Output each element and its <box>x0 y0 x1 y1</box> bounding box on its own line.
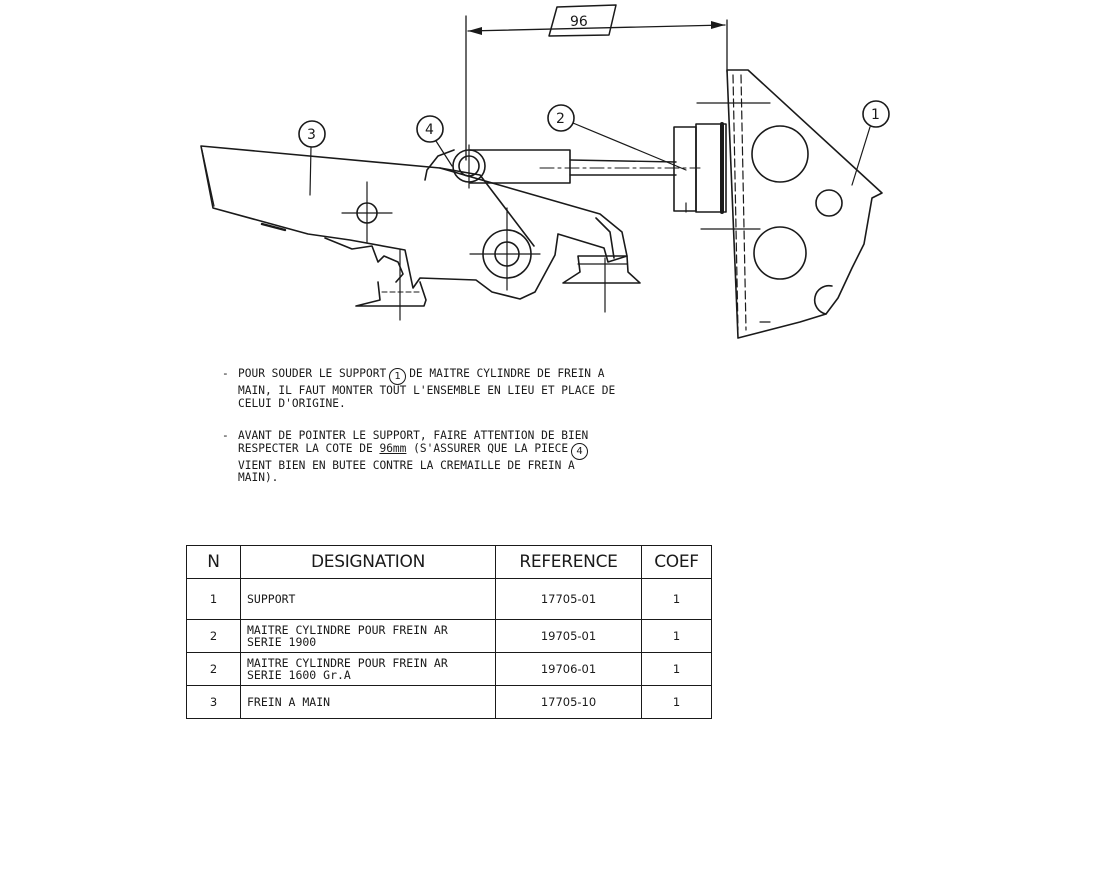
dimension-96mm: 96mm <box>379 441 407 455</box>
callout-4: 4 <box>416 115 453 167</box>
header-designation: DESIGNATION <box>240 545 496 579</box>
dimension-label: 96 <box>570 14 588 30</box>
part-3-hand-brake <box>200 144 641 321</box>
svg-text:2: 2 <box>556 111 565 127</box>
svg-text:3: 3 <box>307 127 316 143</box>
callout-3: 3 <box>298 120 326 196</box>
part-ref-1: 1 <box>389 368 407 385</box>
callout-1: 1 <box>851 100 890 186</box>
part-2-master-cylinder <box>469 122 727 214</box>
header-coef: COEF <box>641 545 712 579</box>
note-2: - AVANT DE POINTER LE SUPPORT, FAIRE ATT… <box>222 429 589 485</box>
header-n: N <box>186 545 241 579</box>
part-ref-4: 4 <box>571 442 589 460</box>
table-header-row: N DESIGNATION REFERENCE COEF <box>186 545 712 579</box>
parts-table: N DESIGNATION REFERENCE COEF 1 SUPPORT 1… <box>186 545 712 719</box>
part-1-support-plate <box>696 69 883 339</box>
callout-2: 2 <box>547 104 687 171</box>
svg-text:4: 4 <box>425 122 434 138</box>
header-reference: REFERENCE <box>495 545 642 579</box>
dimension-96: 96 <box>465 4 728 161</box>
technical-drawing: 96 <box>200 4 890 339</box>
svg-text:1: 1 <box>871 107 880 123</box>
table-row: 1 SUPPORT 17705-01 1 <box>186 578 712 620</box>
table-row: 3 FREIN A MAIN 17705-10 1 <box>186 685 712 719</box>
